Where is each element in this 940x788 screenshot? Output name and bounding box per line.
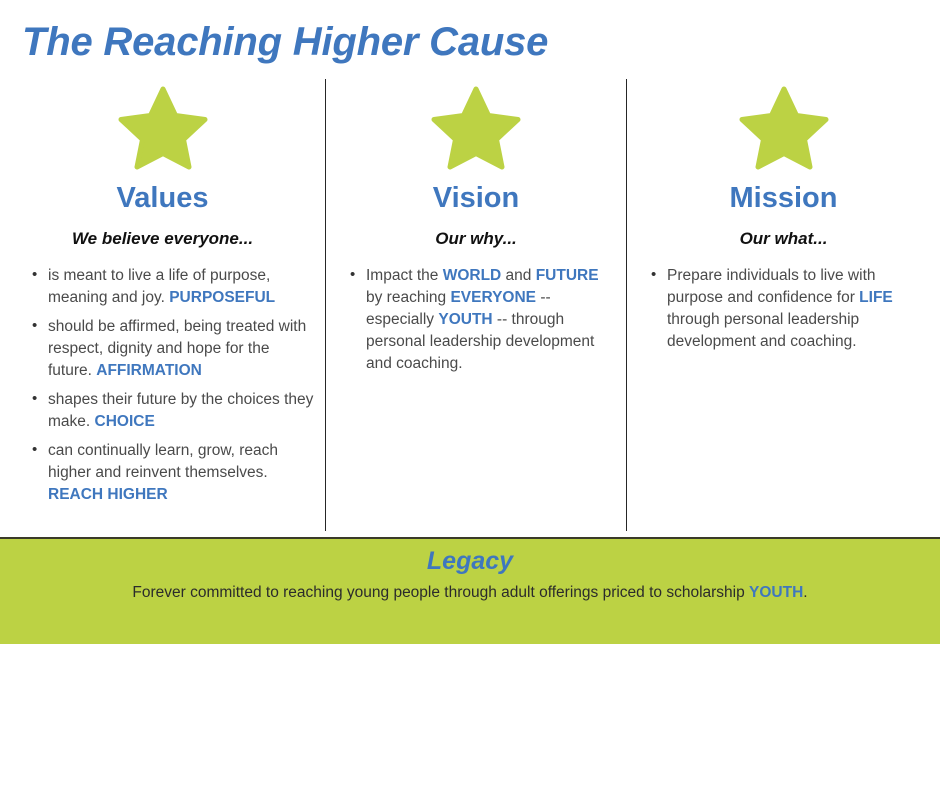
text-run: -- especially (366, 289, 551, 328)
bullet-item: shapes their future by the choices they … (30, 388, 315, 433)
keyword: CHOICE (94, 413, 155, 430)
text-run: . (803, 584, 808, 601)
text-run: and (501, 267, 536, 284)
bullet-item: can continually learn, grow, reach highe… (30, 439, 315, 506)
column-values: Values We believe everyone... is meant t… (0, 79, 325, 537)
text-run: Prepare individuals to live with purpose… (667, 267, 876, 306)
keyword: REACH HIGHER (48, 486, 168, 503)
page-title: The Reaching Higher Cause (22, 20, 549, 64)
keyword: LIFE (859, 289, 893, 306)
keyword: FUTURE (535, 267, 599, 284)
text-run: Impact the (366, 267, 443, 284)
text-run: through personal leadership development … (667, 311, 860, 350)
keyword: EVERYONE (450, 289, 537, 306)
keyword: AFFIRMATION (96, 362, 202, 379)
bullet-item: is meant to live a life of purpose, mean… (30, 264, 315, 309)
text-run: Forever committed to reaching young peop… (132, 584, 750, 601)
bullet-item: should be affirmed, being treated with r… (30, 315, 315, 382)
bullet-list-values: is meant to live a life of purpose, mean… (30, 264, 315, 513)
bullet-item: Impact the WORLD and FUTURE by reaching … (348, 264, 606, 375)
text-run: should be affirmed, being treated with r… (48, 318, 307, 379)
legacy-heading: Legacy (426, 547, 514, 575)
text-run: is meant to live a life of purpose, mean… (48, 267, 271, 306)
column-mission: Mission Our what... Prepare individuals … (627, 79, 940, 537)
text-run: can continually learn, grow, reach highe… (48, 442, 279, 481)
text-run: by reaching (366, 289, 451, 306)
text-run: -- through personal leadership developme… (366, 311, 595, 372)
column-vision: Vision Our why... Impact the WORLD and F… (326, 79, 626, 537)
text-run: shapes their future by the choices they … (48, 391, 314, 430)
column-heading-mission: Mission (729, 182, 838, 214)
bullet-item: Prepare individuals to live with purpose… (649, 264, 924, 353)
legacy-banner: Legacy Forever committed to reaching you… (0, 537, 940, 644)
column-heading-values: Values (116, 182, 209, 214)
keyword: PURPOSEFUL (169, 289, 276, 306)
column-subheading-vision: Our why... (435, 229, 517, 248)
legacy-text: Forever committed to reaching young peop… (0, 583, 940, 603)
keyword: YOUTH (438, 311, 493, 328)
keyword: YOUTH (749, 584, 804, 601)
column-divider-1 (325, 79, 326, 531)
star-icon (0, 83, 325, 175)
star-icon (326, 83, 626, 175)
column-subheading-mission: Our what... (739, 229, 828, 248)
star-icon (627, 83, 940, 175)
keyword: WORLD (442, 267, 502, 284)
bullet-list-vision: Impact the WORLD and FUTURE by reaching … (348, 264, 606, 382)
column-divider-2 (626, 79, 627, 531)
column-heading-vision: Vision (432, 182, 520, 214)
three-column-section: Values We believe everyone... is meant t… (0, 79, 940, 537)
bullet-list-mission: Prepare individuals to live with purpose… (649, 264, 924, 360)
column-subheading-values: We believe everyone... (71, 229, 254, 248)
